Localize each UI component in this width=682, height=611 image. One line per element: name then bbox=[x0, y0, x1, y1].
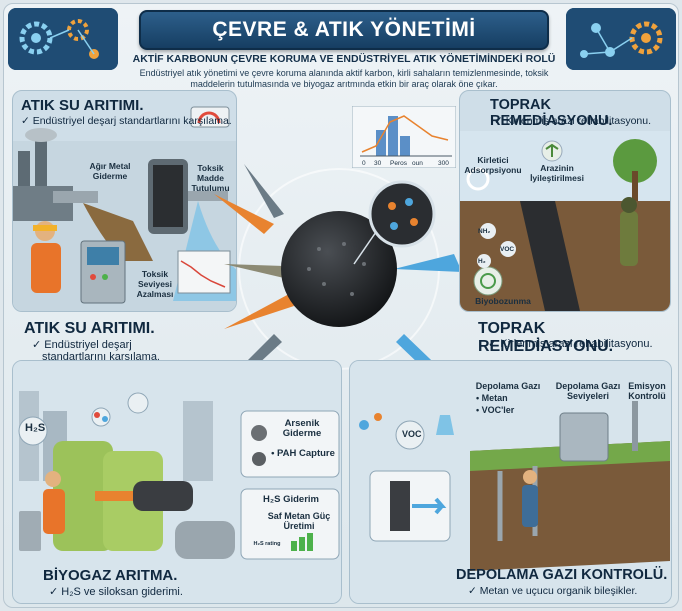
landfill-title: DEPOLAMA GAZI KONTROLÜ. bbox=[456, 567, 668, 583]
page-title: ÇEVRE & ATIK YÖNETİMİ bbox=[212, 18, 476, 41]
soil-illustration bbox=[460, 131, 670, 311]
biogas-title: BİYOGAZ ARITMA. bbox=[43, 567, 178, 584]
tag-h2: H₂ bbox=[478, 258, 486, 265]
arrow-out-right bbox=[394, 254, 462, 272]
soil-summary-title: TOPRAK REMEDİASYONU. bbox=[478, 320, 614, 355]
label-voc: • VOC'ler bbox=[476, 405, 515, 415]
callout-arsenic: Arsenik Giderme bbox=[282, 418, 322, 439]
chart-tick-3: oun bbox=[412, 160, 423, 167]
voc-bubble: VOC bbox=[402, 429, 422, 439]
infographic-frame: ÇEVRE & ATIK YÖNETİMİ AKTİF KARBONUN ÇEV… bbox=[3, 3, 679, 608]
panel-biogas: H₂S Arsenik Giderme • PAH Capture H₂S Gi… bbox=[12, 360, 342, 604]
callout-h2s-removal: H₂S Giderim bbox=[263, 494, 319, 505]
chart-tick-0: 0 bbox=[362, 160, 366, 167]
wastewater-title: ATIK SU ARITIMI. bbox=[21, 97, 144, 114]
label-adsorption: Kirletici Adsorpsiyonu bbox=[464, 155, 522, 175]
biogas-note: ✓ H₂S ve siloksan giderimi. bbox=[49, 586, 183, 598]
wastewater-summary-note-1: ✓ Endüstriyel deşarj bbox=[32, 339, 132, 351]
carbon-sphere bbox=[281, 211, 397, 327]
arrow-in-gray bbox=[224, 264, 284, 278]
tag-voc: VOC bbox=[500, 246, 515, 253]
gear-network-decoration-left bbox=[8, 8, 118, 70]
callout-pah: • PAH Capture bbox=[271, 448, 335, 459]
label-toxic-level: Toksik Seviyesi Azalması bbox=[136, 269, 174, 299]
biogas-illustration bbox=[13, 361, 341, 603]
label-land-healing: Arazinin İyileştirilmesi bbox=[530, 163, 584, 183]
wastewater-summary-title: ATIK SU ARITIMI. bbox=[24, 320, 155, 337]
arrow-in-orange-2 bbox=[224, 294, 294, 329]
tag-nh2: NH₂ bbox=[478, 228, 491, 235]
chart-tick-1: 30 bbox=[374, 160, 382, 167]
landfill-illustration bbox=[350, 361, 671, 603]
label-emission-control: Emisyon Kontrolü bbox=[628, 381, 666, 401]
soil-title: TOPRAK REMEDİASYONU. bbox=[490, 97, 613, 129]
wastewater-note: ✓ Endüstriyel deşarj standartlarını karş… bbox=[21, 115, 232, 127]
intro-text: Endüstriyel atık yönetimi ve çevre korum… bbox=[139, 68, 549, 89]
wastewater-illustration bbox=[13, 106, 236, 311]
subtitle: AKTİF KARBONUN ÇEVRE KORUMA VE ENDÜSTRİY… bbox=[132, 53, 556, 65]
label-biodegradation: Biyobozunma bbox=[475, 296, 531, 306]
chart-tick-2: Peros bbox=[390, 160, 408, 167]
label-landfill-gas: Depolama Gazı bbox=[475, 381, 541, 391]
callout-rating: H₂S rating bbox=[253, 541, 281, 547]
chart-tick-4: 300 bbox=[438, 160, 449, 167]
arrow-in-dark bbox=[244, 164, 284, 218]
panel-soil-remediation: TOPRAK REMEDİASYONU. ✓ Kirlenmiş arazi r… bbox=[459, 90, 671, 312]
label-heavy-metal: Ağır Metal Giderme bbox=[89, 161, 131, 181]
callout-methane: Saf Metan Güç Üretimi bbox=[267, 511, 331, 531]
soil-summary-note: ✓ Kirlenmiş arazi rehabilitasyonu. bbox=[488, 338, 653, 350]
title-banner: ÇEVRE & ATIK YÖNETİMİ bbox=[139, 10, 549, 50]
panel-landfill-gas: VOC Depolama Gazı • Metan • VOC'ler Depo… bbox=[349, 360, 672, 604]
panel-wastewater: ATIK SU ARITIMI. ✓ Endüstriyel deşarj st… bbox=[12, 90, 237, 312]
gear-network-decoration-right bbox=[566, 8, 676, 70]
h2s-label: H₂S bbox=[25, 422, 46, 434]
label-gas-levels: Depolama Gazı Seviyeleri bbox=[555, 381, 621, 401]
landfill-note: ✓ Metan ve uçucu organik bileşikler. bbox=[468, 585, 638, 597]
arrow-in-orange-1 bbox=[214, 194, 274, 234]
pore-magnifier bbox=[368, 180, 436, 248]
activated-carbon-core bbox=[214, 164, 462, 370]
label-toxic-capture: Toksik Madde Tutulumu bbox=[191, 163, 230, 193]
adsorption-chart: 0 30 Peros oun 300 bbox=[352, 106, 456, 168]
soil-note: ✓ Kirlenmiş arazi rehabilitasyonu. bbox=[494, 115, 652, 127]
label-methane: • Metan bbox=[476, 393, 508, 403]
